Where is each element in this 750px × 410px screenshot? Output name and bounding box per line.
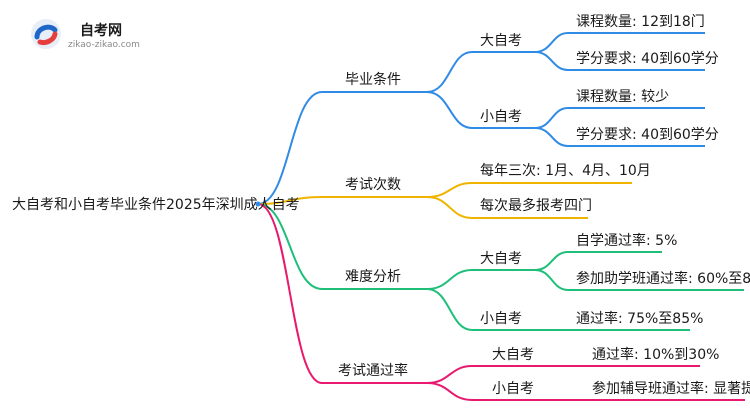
leaf-b4-big-rate: 通过率: 10%到30% <box>592 347 720 363</box>
connector-b3-c2 <box>426 288 473 331</box>
connector-root-branch4 <box>257 203 323 384</box>
connector-b3-c1 <box>426 269 473 290</box>
branch-difficulty-analysis: 难度分析 <box>345 269 401 285</box>
connector-root-branch3 <box>257 203 323 290</box>
leaf-b4-small-rate: 参加辅导班通过率: 显著提高 <box>592 381 750 397</box>
connector-b3-c1-l2 <box>534 269 569 291</box>
root-dot <box>255 201 261 207</box>
leaf-b1-small-courses: 课程数量: 较少 <box>576 89 670 105</box>
leaf-b3-small-rate: 通过率: 75%至85% <box>576 311 704 327</box>
connector-b2-l2 <box>426 196 473 219</box>
leaf-b2-max-four: 每次最多报考四门 <box>480 198 592 214</box>
connector-b1-c1 <box>426 51 473 93</box>
branch-exam-pass-rate: 考试通过率 <box>338 363 408 379</box>
logo-icon <box>31 19 61 49</box>
node-b1-big-zikao: 大自考 <box>480 33 522 49</box>
connector-b1-c1-l2 <box>534 51 569 71</box>
logo-title: 自考网 <box>80 23 122 39</box>
leaf-b1-small-credits: 学分要求: 40到60学分 <box>576 127 719 143</box>
connector-b4-c2 <box>426 382 473 401</box>
leaf-b1-big-courses: 课程数量: 12到18门 <box>576 14 705 30</box>
branch-exam-frequency: 考试次数 <box>345 177 401 193</box>
connector-b1-c1-l1 <box>534 32 569 53</box>
node-b3-big-zikao: 大自考 <box>480 251 522 267</box>
leaf-b3-class-rate: 参加助学班通过率: 60%至80% <box>576 271 750 287</box>
branch-graduation-conditions: 毕业条件 <box>345 72 401 88</box>
leaf-b2-three-times: 每年三次: 1月、4月、10月 <box>480 163 651 179</box>
logo-url: zikao-zikao.com <box>68 40 140 50</box>
leaf-b3-self-study-rate: 自学通过率: 5% <box>576 233 678 249</box>
connector-b1-c2-l1 <box>534 107 569 129</box>
node-b3-small-zikao: 小自考 <box>480 311 522 327</box>
connector-root-branch1 <box>257 91 323 205</box>
connector-b2-l1 <box>426 182 473 198</box>
connector-b4-c1 <box>426 365 473 384</box>
mindmap-root: 大自考和小自考毕业条件2025年深圳成人自考 <box>12 197 300 213</box>
node-b1-small-zikao: 小自考 <box>480 109 522 125</box>
node-b4-big-zikao: 大自考 <box>492 347 534 363</box>
connector-b1-c2 <box>426 91 473 129</box>
node-b4-small-zikao: 小自考 <box>492 381 534 397</box>
connector-b1-c2-l2 <box>534 127 569 147</box>
site-logo[interactable]: 自考网 zikao-zikao.com <box>28 14 148 50</box>
connector-root-branch2 <box>257 196 323 205</box>
leaf-b1-big-credits: 学分要求: 40到60学分 <box>576 51 719 67</box>
connector-b3-c1-l1 <box>534 251 569 271</box>
